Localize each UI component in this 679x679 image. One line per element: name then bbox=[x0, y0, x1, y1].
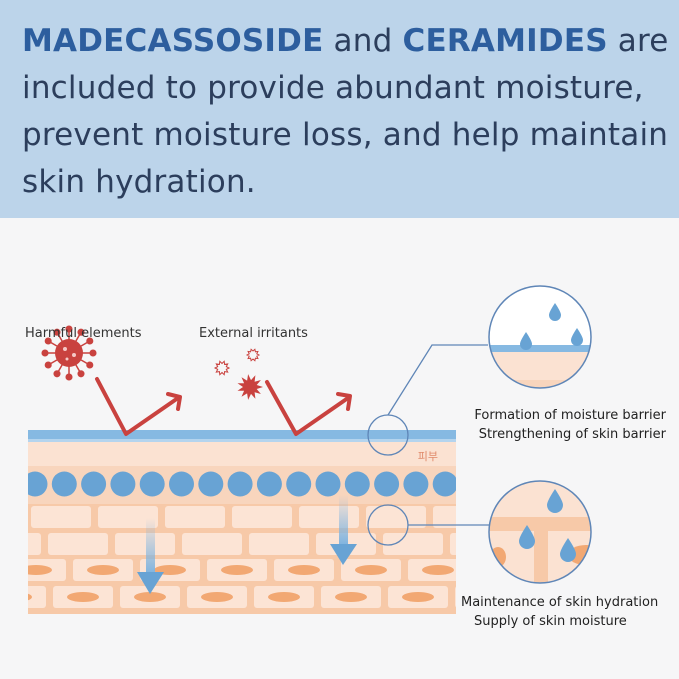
caption-hydration-line-2: Supply of skin moisture bbox=[474, 614, 627, 629]
caption-hydration: Maintenance of skin hydration Supply of … bbox=[461, 593, 658, 631]
ceramide-cell bbox=[227, 471, 253, 497]
skin-cell bbox=[433, 506, 456, 528]
skin-cell bbox=[28, 586, 46, 608]
skin-cells bbox=[28, 506, 456, 608]
skin-cell bbox=[366, 506, 426, 528]
water-drop-icon bbox=[549, 303, 561, 321]
skin-hydration-zoom bbox=[489, 481, 591, 583]
skin-cell bbox=[165, 506, 225, 528]
caption-barrier-line-1: Formation of moisture barrier bbox=[474, 408, 666, 423]
skin-cell bbox=[249, 533, 309, 555]
water-drop-icon bbox=[571, 328, 583, 346]
ceramide-cell bbox=[374, 471, 400, 497]
skin-cell bbox=[383, 533, 443, 555]
caption-hydration-line-1: Maintenance of skin hydration bbox=[461, 595, 659, 610]
caption-barrier: Formation of moisture barrier Strengthen… bbox=[474, 406, 666, 444]
ceramide-cells bbox=[28, 471, 487, 497]
ceramide-cell bbox=[344, 471, 370, 497]
highlight-madecassoside: MADECASSOSIDE bbox=[22, 23, 324, 59]
skin-cell bbox=[455, 586, 456, 608]
headline-text: are included to provide abundant moistur… bbox=[22, 23, 669, 200]
ceramide-cell bbox=[110, 471, 136, 497]
ceramide-cell bbox=[403, 471, 429, 497]
skin-layers bbox=[28, 430, 487, 614]
virus-icon bbox=[41, 325, 97, 381]
irritant-icon bbox=[213, 348, 263, 400]
skin-cell bbox=[450, 533, 456, 555]
skin-cell bbox=[98, 506, 158, 528]
deflect-arrow-icon bbox=[336, 392, 352, 411]
skin-surface-layer bbox=[28, 441, 456, 466]
skin-cell bbox=[115, 533, 175, 555]
skin-cell bbox=[182, 533, 242, 555]
ceramide-cell bbox=[198, 471, 224, 497]
ceramide-cell bbox=[432, 471, 456, 497]
ceramide-cell bbox=[462, 472, 487, 497]
skin-label: 피부 bbox=[418, 450, 438, 463]
moisture-down-arrow-icon bbox=[330, 495, 357, 565]
ceramide-cell bbox=[315, 471, 341, 497]
deflect-arrow-icon bbox=[166, 392, 182, 411]
water-drop-icon bbox=[519, 525, 535, 549]
skin-cell bbox=[48, 533, 108, 555]
ceramide-cell bbox=[81, 471, 107, 497]
ceramide-cell bbox=[139, 471, 165, 497]
ceramide-cell bbox=[169, 471, 194, 497]
caption-barrier-line-2: Strengthening of skin barrier bbox=[478, 427, 666, 442]
moisture-barrier-layer bbox=[28, 430, 456, 441]
skin-cell bbox=[28, 533, 41, 555]
water-drop-icon bbox=[547, 489, 563, 513]
label-external-irritants: External irritants bbox=[199, 326, 308, 341]
moisture-down-arrow-icon bbox=[137, 518, 164, 594]
water-drop-icon bbox=[560, 538, 576, 562]
ceramide-cell bbox=[28, 471, 48, 497]
ceramide-cell bbox=[51, 471, 77, 497]
skin-cell bbox=[31, 506, 91, 528]
skin-diagram: 피부 bbox=[28, 285, 592, 614]
headline-text: and bbox=[323, 23, 403, 59]
ceramide-cell bbox=[286, 471, 312, 497]
skin-cell bbox=[299, 506, 359, 528]
headline: MADECASSOSIDE and CERAMIDES are included… bbox=[22, 18, 672, 206]
skin-cell bbox=[232, 506, 292, 528]
deflect-arrow-icon bbox=[265, 380, 350, 436]
label-harmful-elements: Harmful elements bbox=[25, 326, 142, 341]
ceramide-cell bbox=[256, 471, 282, 497]
water-drop-icon bbox=[520, 332, 532, 350]
highlight-ceramides: CERAMIDES bbox=[402, 23, 608, 59]
header-banner: MADECASSOSIDE and CERAMIDES are included… bbox=[0, 0, 679, 218]
deflect-arrow-icon bbox=[95, 377, 180, 436]
